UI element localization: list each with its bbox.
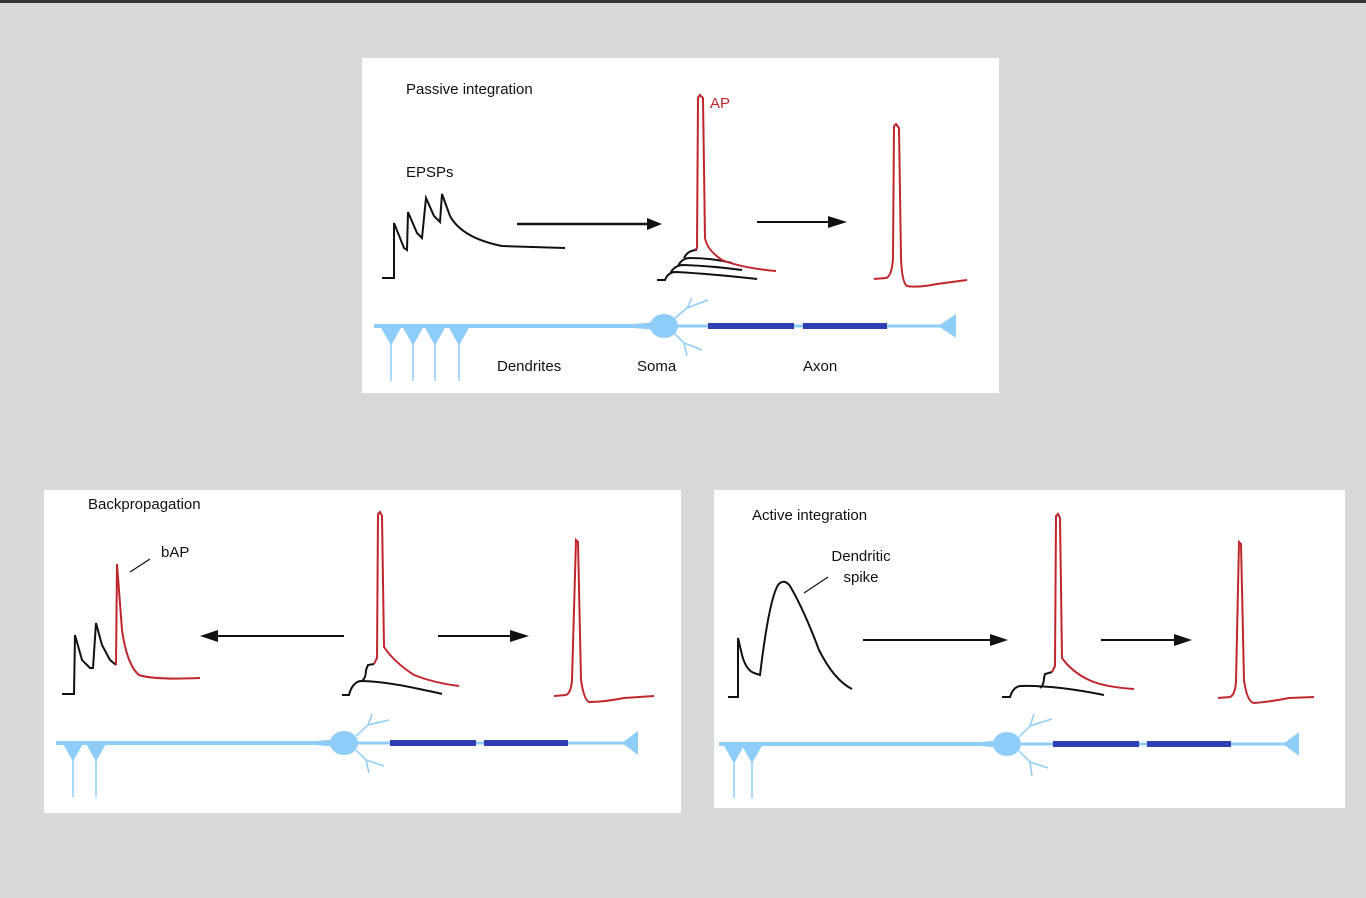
synapse-icons <box>62 743 107 797</box>
arrow-right-icon <box>757 216 847 228</box>
soma-ap-trace <box>694 93 777 272</box>
soma-ap-trace <box>373 510 460 687</box>
myelin-segment <box>390 740 476 746</box>
bap-trace <box>115 563 201 680</box>
ap-label: AP <box>710 95 731 112</box>
axon-label: Axon <box>803 358 838 375</box>
myelin-segment <box>708 323 794 329</box>
synapse-icons <box>723 745 763 798</box>
arrow-right-icon <box>438 630 529 642</box>
arrow-right-icon <box>517 218 662 230</box>
arrow-right-icon <box>863 634 1008 646</box>
panel-active-integration: Active integration Dendritic spike <box>714 490 1345 808</box>
bap-leader-line <box>129 558 151 573</box>
summed-epsp-traces <box>657 249 758 281</box>
dendritic-spike-label: Dendritic spike <box>824 549 898 585</box>
dendritic-spike-label-line2: spike <box>843 569 879 586</box>
top-border <box>0 0 1366 3</box>
soma-label: Soma <box>637 358 677 375</box>
myelin-segment <box>1053 741 1139 747</box>
myelin-segment <box>484 740 568 746</box>
axon-terminal-icon <box>622 731 638 755</box>
backpropagation-diagram <box>56 510 655 797</box>
arrow-right-icon <box>1101 634 1192 646</box>
axon-ap-trace <box>553 537 655 704</box>
epsp-label: EPSPs <box>406 164 454 181</box>
dendritic-spike-trace <box>728 580 853 698</box>
panel-backpropagation: Backpropagation bAP <box>44 490 681 813</box>
bap-label: bAP <box>161 544 190 561</box>
arrow-left-icon <box>200 630 344 642</box>
panel-title: Passive integration <box>406 81 533 98</box>
active-integration-diagram <box>719 512 1315 798</box>
neuron-schematic <box>56 713 638 797</box>
myelin-segment <box>1147 741 1231 747</box>
axon-terminal-icon <box>1283 732 1299 756</box>
panel-title: Active integration <box>752 507 868 524</box>
panel-passive-integration: Passive integration EPSPs AP Dendrites S… <box>362 58 999 393</box>
axon-ap-trace <box>873 122 968 288</box>
panel-title: Backpropagation <box>88 496 201 513</box>
dendritic-spike-leader-line <box>803 576 829 594</box>
synapse-icons <box>380 327 470 381</box>
myelin-segment <box>803 323 887 329</box>
axon-terminal-icon <box>938 314 956 338</box>
summed-epsp-traces <box>1002 671 1105 698</box>
dendrite-epsp-trace <box>62 622 117 695</box>
neuron-schematic <box>374 297 956 381</box>
summed-epsp-traces <box>342 663 443 696</box>
soma-ap-trace <box>1051 512 1135 690</box>
dendritic-spike-label-line1: Dendritic <box>831 548 891 565</box>
axon-ap-trace <box>1217 539 1315 705</box>
epsp-trace <box>382 193 566 279</box>
neuron-schematic <box>719 713 1299 798</box>
passive-integration-diagram <box>374 93 968 381</box>
dendrites-label: Dendrites <box>497 358 562 375</box>
